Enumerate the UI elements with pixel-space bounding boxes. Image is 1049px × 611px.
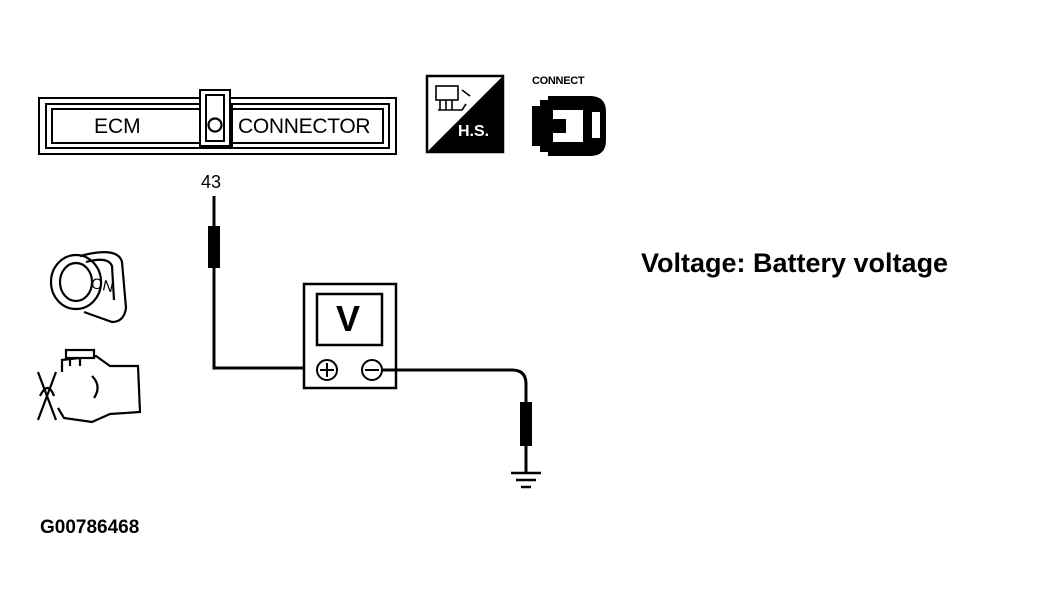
harness-side-label: H.S. bbox=[458, 123, 490, 140]
negative-probe bbox=[520, 402, 532, 446]
positive-terminal-icon bbox=[316, 359, 338, 381]
voltage-spec-text: Voltage: Battery voltage bbox=[641, 248, 949, 278]
engine-stopped-icon bbox=[36, 348, 142, 424]
connect-label: CONNECT bbox=[532, 75, 585, 87]
connector-pin-circle-icon bbox=[207, 117, 223, 133]
ecm-connector-block bbox=[38, 89, 397, 155]
ground-icon bbox=[511, 471, 541, 489]
harness-side-icon bbox=[425, 74, 505, 154]
figure-id: G00786468 bbox=[40, 517, 140, 538]
ecm-label: ECM bbox=[94, 115, 141, 138]
voltmeter bbox=[302, 282, 398, 390]
negative-lead-wire bbox=[383, 368, 528, 472]
connector-label: CONNECTOR bbox=[238, 115, 371, 138]
positive-lead-wire bbox=[212, 196, 312, 370]
connector-plug-icon bbox=[532, 96, 606, 156]
voltmeter-symbol: V bbox=[336, 298, 361, 339]
negative-terminal-icon bbox=[361, 359, 383, 381]
pin-number-label: 43 bbox=[201, 172, 222, 192]
positive-probe bbox=[208, 226, 220, 268]
ignition-on-icon bbox=[49, 251, 128, 324]
ignition-on-label: ON bbox=[89, 274, 116, 297]
